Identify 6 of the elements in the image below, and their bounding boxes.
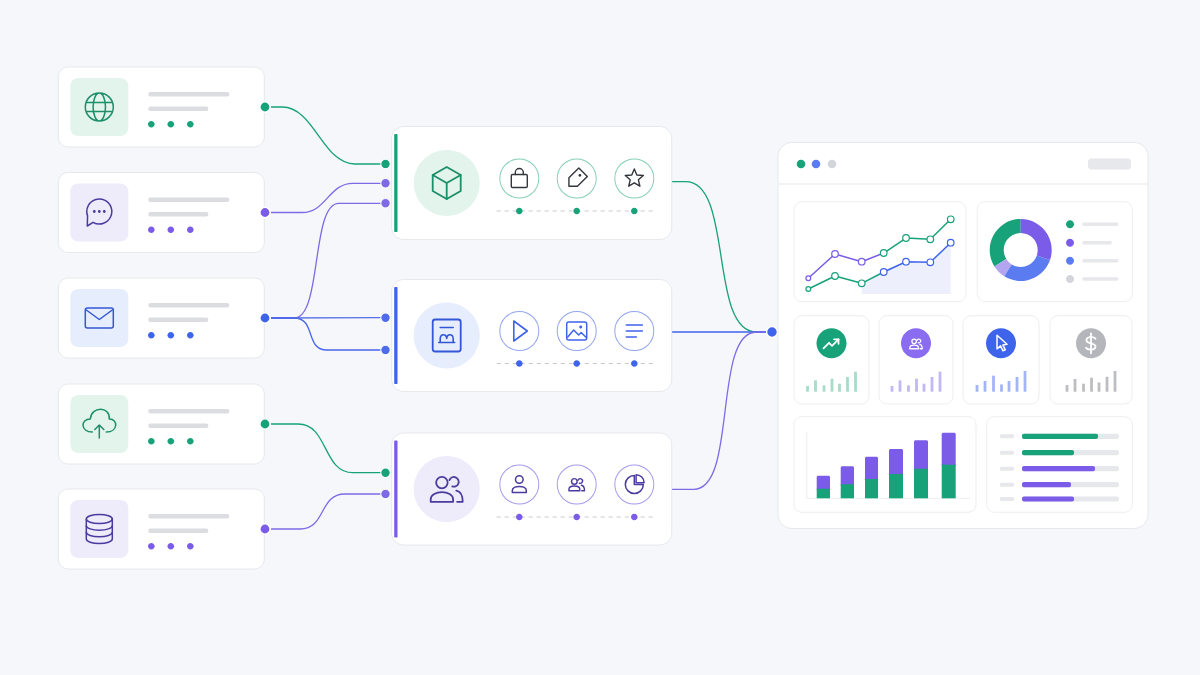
connector bbox=[270, 423, 381, 474]
connector bbox=[270, 182, 381, 214]
connector bbox=[270, 106, 381, 165]
connector bbox=[671, 331, 767, 490]
connector bbox=[270, 493, 381, 530]
connector bbox=[270, 317, 381, 351]
